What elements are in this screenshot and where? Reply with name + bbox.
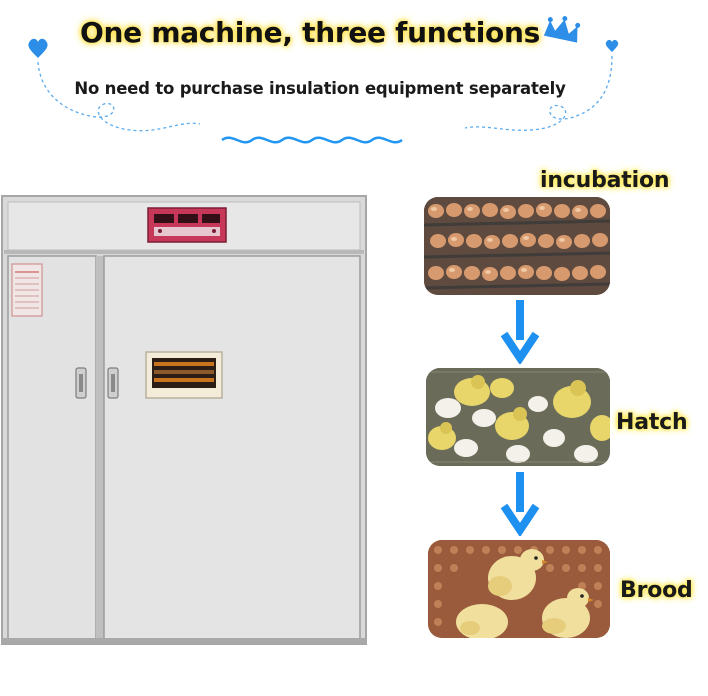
control-panel [147, 207, 227, 243]
heart-icon [605, 39, 619, 52]
subheadline: No need to purchase insulation equipment… [74, 79, 566, 98]
banner-decoration [28, 16, 619, 144]
down-arrow-icon [500, 472, 540, 536]
door-handle [75, 367, 87, 399]
step-label-brood: Brood [620, 578, 693, 603]
eggs-in-trays-photo [424, 197, 610, 295]
down-arrow-icon [500, 300, 540, 364]
heart-icon [28, 38, 48, 58]
headline: One machine, three functions [80, 16, 540, 49]
step-label-incubation: incubation [540, 168, 670, 193]
crown-icon [543, 16, 581, 43]
viewing-window [145, 351, 223, 399]
incubator-machine-image [1, 195, 367, 645]
hatching-chicks-photo [426, 368, 610, 466]
young-chicks-photo [428, 540, 610, 638]
step-label-hatch: Hatch [616, 410, 688, 435]
door-handle [107, 367, 119, 399]
